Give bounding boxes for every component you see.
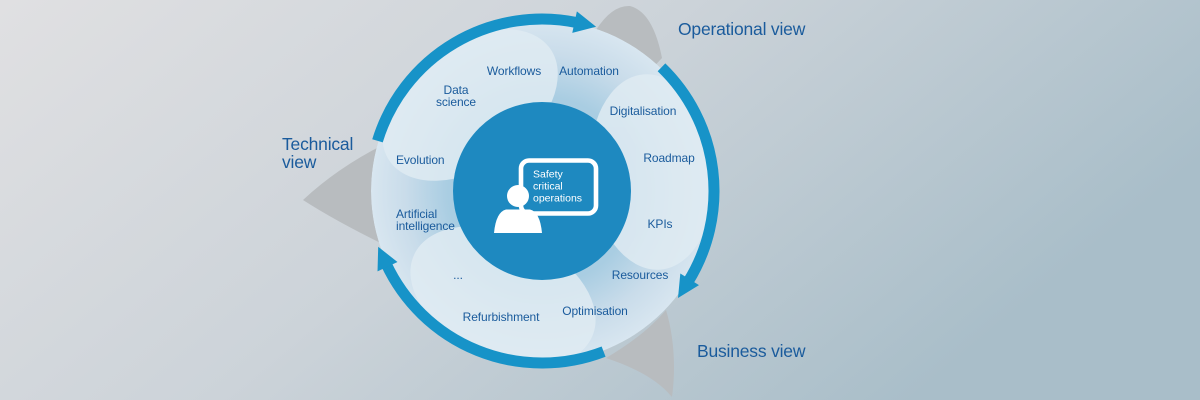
sail-bottom-icon bbox=[606, 310, 674, 397]
title-operational-view: Operational view bbox=[678, 19, 806, 39]
title-technical-view-line1: Technical bbox=[282, 134, 353, 154]
label-artificial-intelligence-line1: Artificial bbox=[396, 207, 437, 221]
cycle-arrow-bottom-icon bbox=[377, 246, 606, 369]
hub-circle bbox=[453, 102, 631, 280]
title-technical-view-line2: view bbox=[282, 152, 317, 172]
hub-text-line1: Safety bbox=[533, 169, 564, 181]
label-kpis: KPIs bbox=[648, 217, 673, 231]
label-roadmap: Roadmap bbox=[643, 151, 695, 165]
cycle-arrow-right-icon bbox=[657, 63, 720, 298]
title-business-view: Business view bbox=[697, 341, 806, 361]
label-evolution: Evolution bbox=[396, 153, 444, 167]
cycle-arrows bbox=[372, 11, 720, 369]
presenter-icon: Safety critical operations bbox=[494, 158, 599, 233]
label-workflows: Workflows bbox=[487, 64, 541, 78]
person-head-icon bbox=[507, 185, 529, 207]
label-automation: Automation bbox=[559, 64, 619, 78]
hub-text-line2: critical bbox=[533, 181, 563, 193]
view-titles: Operational view Technical view Business… bbox=[282, 19, 806, 361]
label-more: ... bbox=[453, 268, 463, 282]
person-body-icon bbox=[494, 209, 542, 233]
label-digitalisation: Digitalisation bbox=[610, 104, 677, 118]
label-refurbishment: Refurbishment bbox=[463, 310, 541, 324]
label-optimisation: Optimisation bbox=[562, 304, 628, 318]
hub-text-line3: operations bbox=[533, 193, 582, 205]
label-artificial-intelligence-line2: intelligence bbox=[396, 219, 455, 233]
label-data-science-line2: science bbox=[436, 95, 476, 109]
cycle-arrow-top-icon bbox=[372, 11, 597, 143]
ring-labels: Workflows Automation Data science Digita… bbox=[396, 64, 695, 324]
label-data-science-line1: Data bbox=[444, 83, 469, 97]
label-resources: Resources bbox=[612, 268, 669, 282]
